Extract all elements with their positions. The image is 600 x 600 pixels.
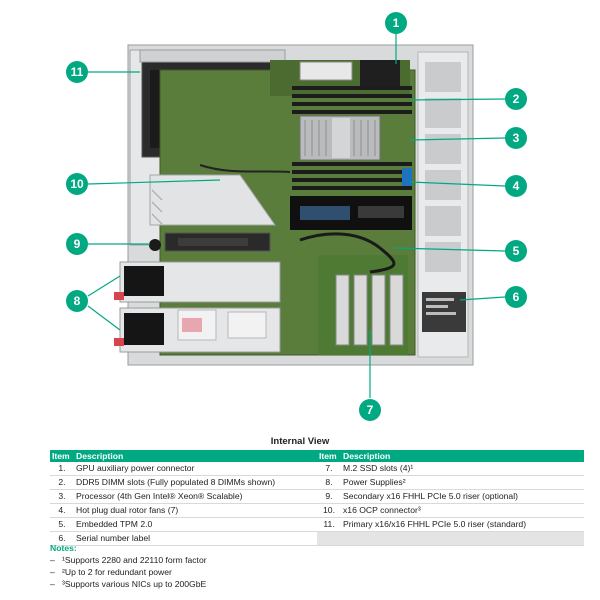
internal-view-table: Item Description Item Description 1. GPU…: [50, 450, 584, 546]
callout-7: 7: [359, 399, 381, 421]
svg-text:8: 8: [74, 294, 81, 308]
svg-text:2: 2: [513, 92, 520, 106]
table-row: 4. Hot plug dual rotor fans (7) 10. x16 …: [50, 503, 584, 518]
callout-leader-lines: [87, 33, 506, 398]
item-description: DDR5 DIMM slots (Fully populated 8 DIMMs…: [74, 475, 317, 490]
header-item: Item: [317, 450, 341, 462]
item-number: 9.: [317, 489, 341, 504]
svg-text:5: 5: [513, 244, 520, 258]
callout-1: 1: [385, 12, 407, 34]
notes-title: Notes:: [50, 543, 77, 553]
secondary-riser-graphic: [149, 174, 276, 252]
header-description: Description: [341, 450, 584, 462]
svg-text:7: 7: [367, 403, 374, 417]
callout-10: 10: [66, 173, 88, 195]
item-number: 11.: [317, 517, 341, 532]
note-line: –³Supports various NICs up to 200GbE: [50, 578, 550, 590]
empty-cell: [341, 531, 584, 546]
empty-cell: [317, 531, 341, 546]
table-caption: Internal View: [270, 436, 330, 447]
item-number: 6.: [50, 531, 74, 546]
item-number: 10.: [317, 503, 341, 518]
callout-11: 11: [66, 61, 88, 83]
item-description: x16 OCP connector³: [341, 503, 584, 518]
item-number: 7.: [317, 462, 341, 476]
power-supplies-graphic: [114, 261, 281, 353]
server-internal-view-image: 1 2 3 4 5 6 7 8 9 10 11: [66, 12, 527, 421]
svg-text:1: 1: [393, 16, 400, 30]
note-text: ¹Supports 2280 and 22110 form factor: [62, 555, 207, 565]
callout-8: 8: [66, 290, 88, 312]
callout-4: 4: [505, 175, 527, 197]
svg-text:4: 4: [513, 179, 520, 193]
item-number: 5.: [50, 517, 74, 532]
item-description: Processor (4th Gen Intel® Xeon® Scalable…: [74, 489, 317, 504]
m2-ssd-slots-graphic: [318, 255, 408, 355]
svg-text:9: 9: [74, 237, 81, 251]
table-row: 2. DDR5 DIMM slots (Fully populated 8 DI…: [50, 475, 584, 490]
note-dash: –: [50, 579, 55, 589]
note-dash: –: [50, 555, 55, 565]
item-description: Serial number label: [74, 531, 317, 546]
svg-text:6: 6: [513, 290, 520, 304]
item-description: Secondary x16 FHHL PCIe 5.0 riser (optio…: [341, 489, 584, 504]
notes-section: Notes: –¹Supports 2280 and 22110 form fa…: [50, 542, 550, 590]
item-number: 4.: [50, 503, 74, 518]
table-row: 3. Processor (4th Gen Intel® Xeon® Scala…: [50, 489, 584, 504]
callout-2: 2: [505, 88, 527, 110]
table-row: 5. Embedded TPM 2.0 11. Primary x16/x16 …: [50, 517, 584, 532]
svg-text:3: 3: [513, 131, 520, 145]
note-dash: –: [50, 567, 55, 577]
svg-text:10: 10: [70, 177, 84, 191]
note-text: ²Up to 2 for redundant power: [62, 567, 172, 577]
callout-6: 6: [505, 286, 527, 308]
callout-9: 9: [66, 233, 88, 255]
item-description: M.2 SSD slots (4)¹: [341, 462, 584, 476]
table-row: 1. GPU auxiliary power connector 7. M.2 …: [50, 462, 584, 476]
item-number: 1.: [50, 462, 74, 476]
svg-text:11: 11: [71, 65, 84, 79]
item-description: Primary x16/x16 FHHL PCIe 5.0 riser (sta…: [341, 517, 584, 532]
table-row: 6. Serial number label: [50, 531, 584, 546]
callout-5: 5: [505, 240, 527, 262]
item-description: GPU auxiliary power connector: [74, 462, 317, 476]
item-number: 2.: [50, 475, 74, 490]
note-line: –¹Supports 2280 and 22110 form factor: [50, 554, 550, 566]
item-description: Hot plug dual rotor fans (7): [74, 503, 317, 518]
callout-3: 3: [505, 127, 527, 149]
table-header-row: Item Description Item Description: [50, 450, 584, 462]
header-description: Description: [74, 450, 317, 462]
item-description: Embedded TPM 2.0: [74, 517, 317, 532]
note-line: –²Up to 2 for redundant power: [50, 566, 550, 578]
header-item: Item: [50, 450, 74, 462]
item-number: 3.: [50, 489, 74, 504]
item-number: 8.: [317, 475, 341, 490]
item-description: Power Supplies²: [341, 475, 584, 490]
note-text: ³Supports various NICs up to 200GbE: [62, 579, 207, 589]
